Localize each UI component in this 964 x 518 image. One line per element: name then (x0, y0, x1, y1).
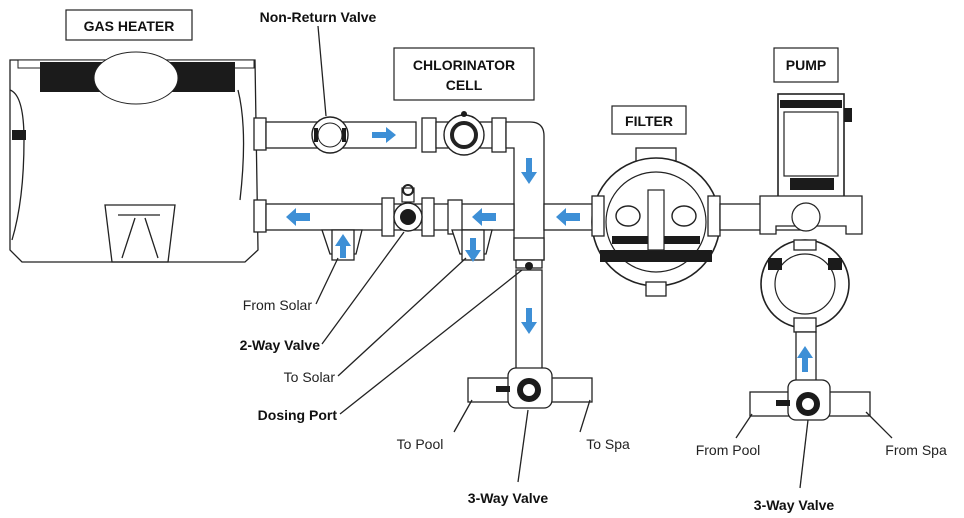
non-return-valve-label: Non-Return Valve (260, 9, 377, 25)
chlorinator-label-line2: CELL (446, 77, 483, 93)
to-solar-tee (447, 199, 493, 262)
three-way-valve-right-label: 3-Way Valve (754, 497, 835, 513)
filter (591, 147, 721, 297)
pipe-bottom-mid (543, 203, 597, 231)
dosing-port-label: Dosing Port (258, 407, 338, 423)
chlorinator-label-box: CHLORINATOR CELL (393, 47, 535, 101)
to-pool-label: To Pool (397, 436, 444, 452)
flow-arrow-down-1 (521, 158, 537, 184)
chlorinator-label-line1: CHLORINATOR (413, 57, 515, 73)
pump-label: PUMP (786, 57, 826, 73)
filter-label-box: FILTER (611, 105, 687, 135)
three-way-valve-left (467, 367, 593, 409)
gas-heater (9, 51, 267, 263)
flow-arrow-left-2 (472, 208, 496, 226)
flow-arrow-up (797, 346, 813, 372)
flow-arrow-left-3 (556, 208, 580, 226)
dosing-port (513, 237, 545, 270)
two-way-valve (381, 184, 435, 237)
from-solar-label: From Solar (243, 297, 313, 313)
to-spa-label: To Spa (586, 436, 630, 452)
filter-label: FILTER (625, 113, 673, 129)
flow-arrow-down-2 (521, 308, 537, 334)
chlorinator-cell (421, 111, 507, 156)
from-pool-label: From Pool (696, 442, 761, 458)
flow-arrow-left-1 (286, 208, 310, 226)
three-way-valve-right (749, 379, 871, 421)
flow-arrow-right-top (372, 127, 396, 143)
leader-lines (315, 25, 893, 489)
from-solar-tee (321, 229, 363, 261)
gas-heater-label-box: GAS HEATER (65, 9, 193, 41)
from-spa-label: From Spa (885, 442, 947, 458)
three-way-valve-left-label: 3-Way Valve (468, 490, 549, 506)
non-return-valve (311, 116, 349, 154)
to-solar-label: To Solar (284, 369, 336, 385)
pump-label-box: PUMP (773, 47, 839, 83)
gas-heater-label: GAS HEATER (84, 18, 175, 34)
two-way-valve-label: 2-Way Valve (240, 337, 321, 353)
pump (759, 93, 863, 333)
